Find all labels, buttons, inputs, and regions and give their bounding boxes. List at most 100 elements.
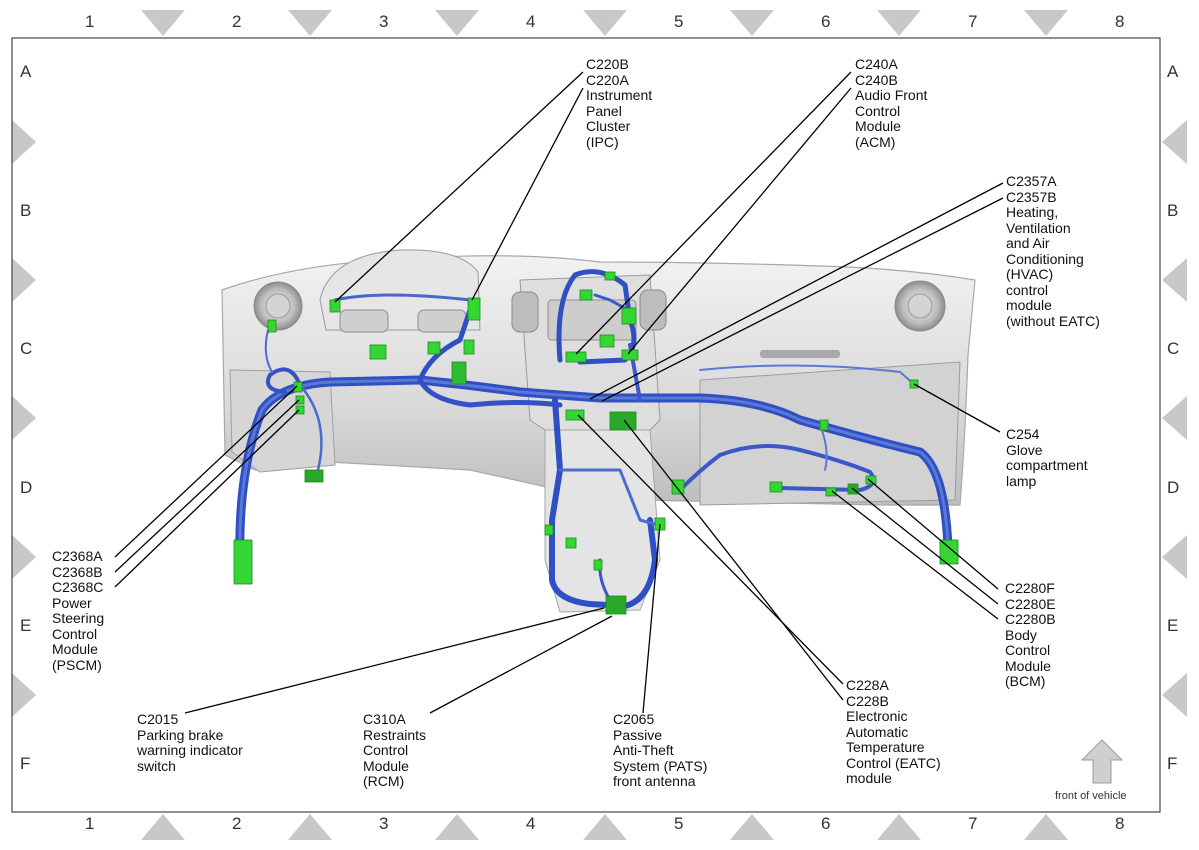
callout-line: module [846,770,892,786]
callout-line: Passive [613,726,663,743]
callout-line: Cluster [586,118,631,134]
callout-line: Steering [52,610,105,626]
grid-column-bottom: 3 [379,814,389,833]
grid-column-top: 7 [968,12,978,31]
callout-line: Control [855,102,901,119]
callout-line: Restraints [363,726,427,743]
callout-line: C220B [586,56,629,72]
callout-line: Parking brake [137,726,224,743]
diagram-frame [11,37,1161,813]
callout-line: C310A [363,711,406,727]
callout-line: Control [52,625,98,642]
border-marker [1162,120,1187,164]
grid-row-left: A [20,62,32,81]
border-marker [141,814,185,840]
callout-line: Body [1005,626,1037,643]
callout-line: control [1006,281,1049,298]
border-marker [877,814,921,840]
grid-row-right: C [1167,339,1180,358]
border-marker [435,814,479,840]
callout-line: Module [52,641,98,657]
callout-line: Module [363,757,409,774]
border-marker [288,814,332,840]
callout-line: C2357A [1006,173,1057,189]
callout-line: switch [137,757,176,774]
border-marker [583,814,627,840]
border-marker [12,673,36,717]
callout-line: (IPC) [586,133,619,150]
grid-row-right: D [1167,478,1180,497]
grid-border-markers [12,10,1187,840]
grid-row-right: B [1167,201,1179,220]
callout-line: Instrument [586,87,653,103]
callout-line: Heating, [1006,204,1059,220]
border-marker [435,10,479,36]
grid-column-top: 5 [674,12,684,31]
callout-line: C240B [855,71,898,88]
callout-line: Anti-Theft [613,742,674,758]
callout-line: C2357B [1006,188,1057,205]
grid-column-bottom: 6 [821,814,831,833]
border-marker [877,10,921,36]
border-marker [288,10,332,36]
border-marker [1162,258,1187,302]
callout-line: Temperature [846,739,925,755]
border-marker [12,535,36,579]
callout-line: System (PATS) [613,757,708,774]
callout-line: (BCM) [1005,673,1046,689]
border-marker [583,10,627,36]
grid-column-top: 4 [526,12,536,31]
callout-line: Conditioning [1006,250,1084,267]
grid-row-right: F [1167,754,1178,773]
callout-line: Module [1005,657,1051,674]
border-marker [730,10,774,36]
callout-line: (without EATC) [1006,312,1100,329]
callout-line: Power [52,594,92,611]
callout-line: lamp [1006,472,1037,489]
callout-line: (ACM) [855,133,896,150]
callout-line: front antenna [613,773,696,789]
grid-column-bottom: 8 [1115,814,1125,833]
callout-line: compartment [1006,457,1088,473]
grid-row-left: B [20,201,32,220]
callout-line: C2065 [613,711,655,727]
grid-column-top: 2 [232,12,242,31]
grid-column-bottom: 2 [232,814,242,833]
callout-line: Panel [586,102,622,119]
grid-column-top: 1 [85,12,95,31]
grid-column-bottom: 1 [85,814,95,833]
grid-column-bottom: 7 [968,814,978,833]
border-marker [1024,814,1068,840]
callout-line: warning indicator [137,742,243,758]
callout-line: C228B [846,692,889,709]
callout-line: Control [363,742,409,758]
callout-line: Audio Front [855,87,928,103]
callout-line: Control (EATC) [846,754,941,771]
grid-column-bottom: 4 [526,814,536,833]
border-marker [12,396,36,440]
grid-row-left: F [20,754,31,773]
callout-line: C240A [855,56,898,72]
callout-line: and Air [1006,235,1050,251]
border-marker [730,814,774,840]
grid-row-right: E [1167,616,1179,635]
callout-line: (PSCM) [52,656,102,673]
callout-line: C254 [1006,426,1040,442]
border-marker [1024,10,1068,36]
callout-line: module [1006,297,1052,313]
callout-line: C2368A [52,548,103,564]
callout-line: (HVAC) [1006,266,1054,282]
callout-line: C2280E [1005,595,1056,612]
border-marker [1162,396,1187,440]
callout-line: C2280B [1005,611,1056,627]
grid-row-left: E [20,616,32,635]
callout-line: C2280F [1005,580,1055,596]
